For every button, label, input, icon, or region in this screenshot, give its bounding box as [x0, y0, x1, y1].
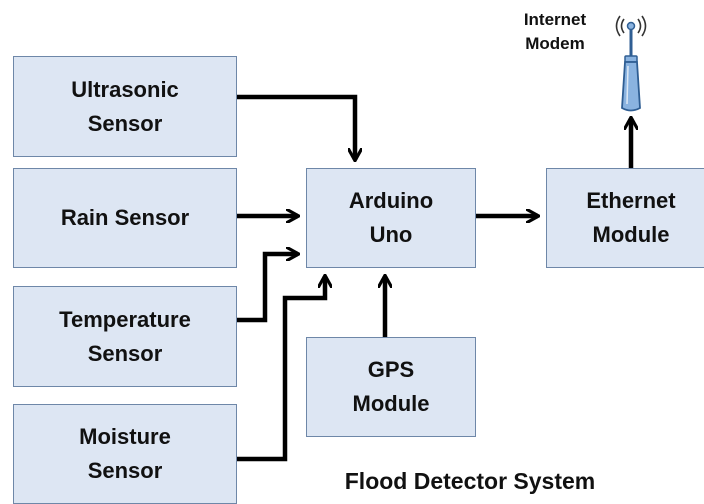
- internet-modem-label: Internet Modem: [523, 10, 587, 53]
- gps-module-label: GPS Module: [352, 357, 430, 416]
- diagram-caption: Flood Detector System: [344, 468, 596, 494]
- rain-sensor-block: Rain Sensor: [13, 168, 237, 268]
- temperature-sensor-label: Temperature Sensor: [59, 306, 191, 366]
- arduino-uno-label: Arduino Uno: [348, 188, 434, 247]
- moisture-sensor-label: Moisture Sensor: [79, 424, 171, 483]
- temperature-to-arduino-arrow: [237, 254, 298, 323]
- ultrasonic-sensor-block: Ultrasonic Sensor: [13, 56, 237, 157]
- moisture-to-arduino-arrow: [237, 276, 325, 462]
- gps-module-block: GPS Module: [306, 337, 476, 437]
- ultrasonic-sensor-label: Ultrasonic Sensor: [71, 76, 179, 136]
- ethernet-module-block: Ethernet Module: [546, 168, 704, 268]
- temperature-sensor-block: Temperature Sensor: [13, 286, 237, 387]
- ultrasonic-to-arduino-arrow: [237, 94, 355, 160]
- wireless-antenna-icon: [615, 15, 647, 112]
- rain-sensor-label: Rain Sensor: [60, 205, 190, 230]
- arduino-uno-block: Arduino Uno: [306, 168, 476, 268]
- moisture-sensor-block: Moisture Sensor: [13, 404, 237, 504]
- ethernet-module-label: Ethernet Module: [586, 188, 676, 247]
